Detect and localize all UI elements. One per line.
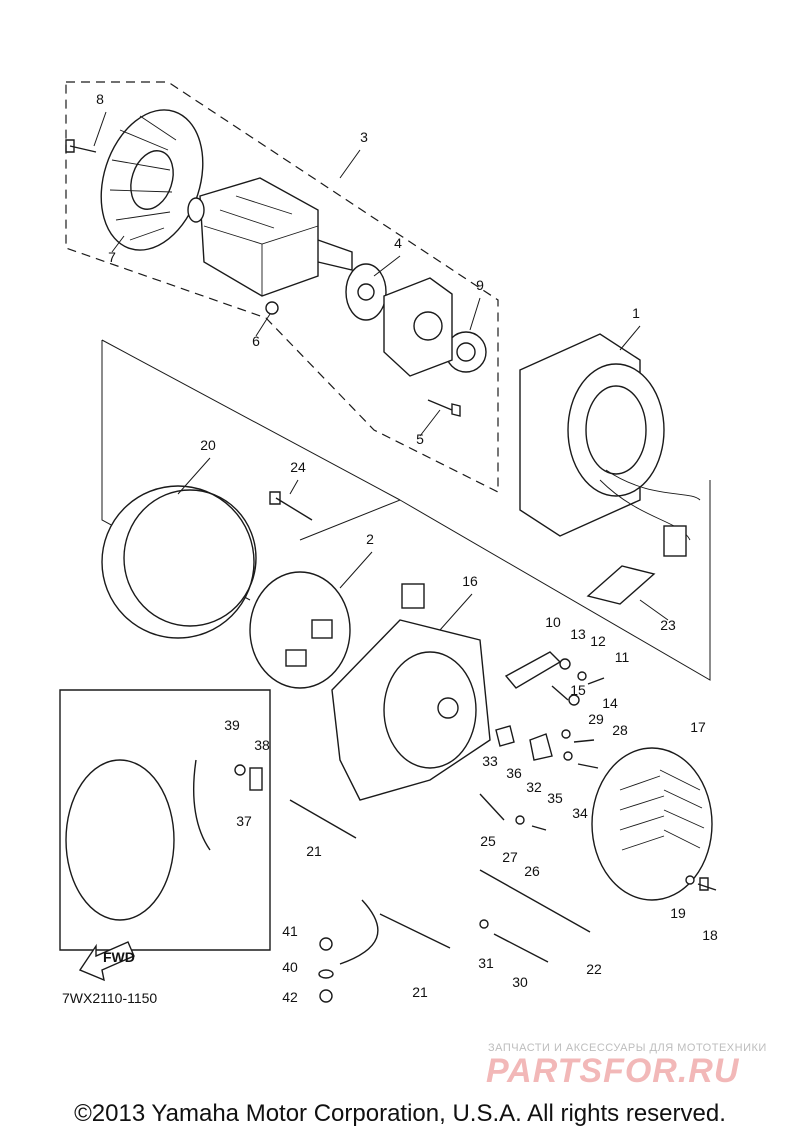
rotor-bracket-part <box>345 263 387 321</box>
watermark-tagline: ЗАПЧАСТИ И АКСЕССУАРЫ ДЛЯ МОТОТЕХНИКИ <box>488 1042 767 1054</box>
bolt-30 <box>493 933 549 963</box>
bolt-8 <box>65 139 97 153</box>
rotor-part <box>187 177 353 297</box>
callout-2: 2 <box>366 531 374 547</box>
callout-3: 3 <box>360 129 368 145</box>
cover-band-part <box>101 485 257 639</box>
callout-4: 4 <box>394 235 402 251</box>
callout-16: 16 <box>462 573 478 589</box>
callout-14: 14 <box>602 695 618 711</box>
callout-39: 39 <box>224 717 240 733</box>
callout-42: 42 <box>282 989 298 1005</box>
callout-18: 18 <box>702 927 718 943</box>
exploded-parts-diagram: FWD 123456789101112131415161718192021212… <box>59 81 718 1005</box>
callout-41: 41 <box>282 923 298 939</box>
bolt-24 <box>269 491 313 521</box>
callout-23: 23 <box>660 617 676 633</box>
leader-lines <box>93 111 669 631</box>
copyright-footer: ©2013 Yamaha Motor Corporation, U.S.A. A… <box>74 1100 726 1127</box>
callout-11: 11 <box>615 649 630 665</box>
callout-30: 30 <box>512 974 528 990</box>
watermark-logo: PARTSFOR.RU <box>486 1052 740 1090</box>
generator-housing-part <box>331 583 491 801</box>
bolt-21-lower <box>379 913 451 949</box>
callout-13: 13 <box>570 626 586 642</box>
connector-cluster <box>479 651 605 831</box>
callout-31: 31 <box>478 955 494 971</box>
callout-36: 36 <box>506 765 522 781</box>
callout-8: 8 <box>96 91 104 107</box>
drawing-code: 7WX2110-1150 <box>62 990 158 1006</box>
callout-22: 22 <box>586 961 602 977</box>
callout-27: 27 <box>502 849 518 865</box>
callout-12: 12 <box>590 633 606 649</box>
callout-26: 26 <box>524 863 540 879</box>
callout-28: 28 <box>612 722 628 738</box>
field-core-part <box>249 571 351 689</box>
washer-19 <box>685 875 695 885</box>
callout-35: 35 <box>547 790 563 806</box>
callout-1: 1 <box>632 305 640 321</box>
callout-19: 19 <box>670 905 686 921</box>
end-cover-part <box>591 747 713 901</box>
through-bolt-22 <box>479 869 591 933</box>
fwd-arrow: FWD <box>78 941 135 982</box>
washer-31 <box>479 919 489 929</box>
callout-20: 20 <box>200 437 216 453</box>
label-plate-part <box>586 565 656 605</box>
callout-33: 33 <box>482 753 498 769</box>
callout-25: 25 <box>480 833 496 849</box>
callout-29: 29 <box>588 711 604 727</box>
callout-9: 9 <box>476 277 484 293</box>
ground-wire-part <box>318 899 379 1003</box>
stator-part <box>519 333 701 557</box>
callout-34: 34 <box>572 805 588 821</box>
callout-6: 6 <box>252 333 260 349</box>
callout-40: 40 <box>282 959 298 975</box>
callout-10: 10 <box>545 614 561 630</box>
callout-7: 7 <box>108 249 116 265</box>
callout-37: 37 <box>236 813 252 829</box>
rotor-assembly-boundary <box>65 81 499 493</box>
fwd-label: FWD <box>103 949 135 965</box>
callout-21a: 21 <box>306 843 322 859</box>
inset-detail <box>59 689 271 951</box>
bolt-18 <box>697 877 717 891</box>
callout-38: 38 <box>254 737 270 753</box>
callout-32: 32 <box>526 779 542 795</box>
callout-5: 5 <box>416 431 424 447</box>
cooling-fan-part <box>100 109 204 251</box>
callout-15: 15 <box>570 682 586 698</box>
bearing-part <box>445 331 487 373</box>
callout-labels: 1234567891011121314151617181920212122232… <box>96 91 718 1005</box>
bolt-5 <box>427 399 461 417</box>
callout-24: 24 <box>290 459 306 475</box>
callout-21b: 21 <box>412 984 428 1000</box>
bolt-21-upper <box>289 799 357 839</box>
brush-holder-part <box>383 277 453 377</box>
nut-6 <box>265 301 279 315</box>
callout-17: 17 <box>690 719 706 735</box>
